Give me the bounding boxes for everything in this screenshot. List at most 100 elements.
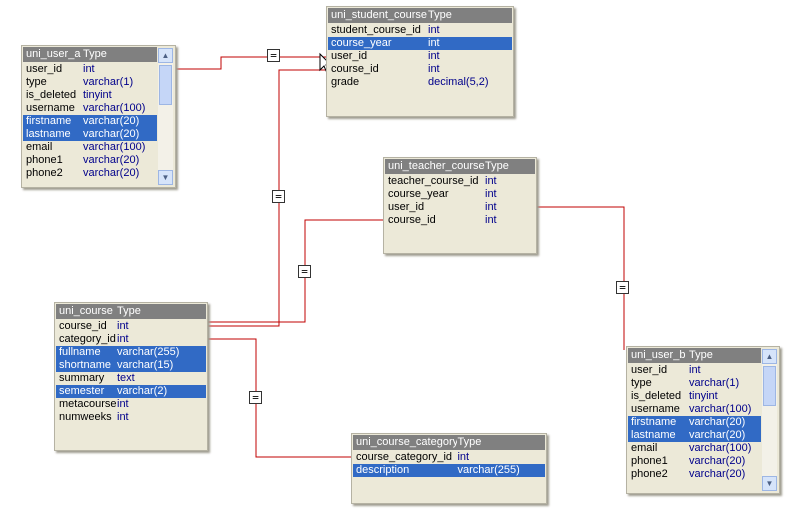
column-name: description xyxy=(356,464,410,476)
column-type: int xyxy=(117,333,129,345)
type-column-header: Type xyxy=(457,436,482,448)
column-type: int xyxy=(428,63,440,75)
relationship-marker[interactable]: = xyxy=(272,190,285,203)
relationship-marker[interactable]: = xyxy=(249,391,262,404)
scroll-thumb[interactable] xyxy=(763,366,776,406)
column-name: phone2 xyxy=(631,468,668,480)
column-name: course_category_id xyxy=(356,451,453,463)
relationship-marker[interactable]: = xyxy=(267,49,280,62)
column-type: varchar(100) xyxy=(689,442,752,454)
table-name: uni_teacher_course xyxy=(388,160,485,172)
column-row[interactable]: teacher_course_id int xyxy=(385,175,535,188)
column-name: user_id xyxy=(26,63,63,75)
scroll-up-icon[interactable]: ▲ xyxy=(762,349,777,364)
scroll-down-icon[interactable]: ▼ xyxy=(762,476,777,491)
relationship-marker[interactable]: = xyxy=(298,265,311,278)
scroll-thumb[interactable] xyxy=(159,65,172,105)
vertical-scrollbar[interactable]: ▲▼ xyxy=(762,349,777,491)
column-row[interactable]: user_id int xyxy=(385,201,535,214)
column-row[interactable]: lastname varchar(20) xyxy=(628,429,761,442)
column-name: phone1 xyxy=(631,455,668,467)
column-name: fullname xyxy=(59,346,101,358)
column-name: username xyxy=(631,403,680,415)
column-row[interactable]: firstname varchar(20) xyxy=(23,115,157,128)
column-type: varchar(1) xyxy=(83,76,134,88)
column-type: int xyxy=(117,320,129,332)
column-row[interactable]: phone1 varchar(20) xyxy=(628,455,761,468)
link-course-course-category xyxy=(206,338,353,458)
column-row[interactable]: course_id int xyxy=(56,320,206,333)
column-type: int xyxy=(485,201,497,213)
column-type: varchar(20) xyxy=(689,416,746,428)
column-name: course_year xyxy=(331,37,392,49)
column-name: numweeks xyxy=(59,411,112,423)
column-name: user_id xyxy=(388,201,425,213)
column-type: int xyxy=(485,188,497,200)
column-name: teacher_course_id xyxy=(388,175,479,187)
column-type: int xyxy=(117,398,129,410)
type-column-header: Type xyxy=(117,305,141,317)
column-type: int xyxy=(485,175,497,187)
column-name: course_id xyxy=(59,320,107,332)
link-course-teacher-course xyxy=(206,219,385,323)
column-name: firstname xyxy=(26,115,72,127)
column-type: varchar(20) xyxy=(689,429,746,441)
column-name: category_id xyxy=(59,333,116,345)
column-name: lastname xyxy=(631,429,676,441)
table-name: uni_user_a xyxy=(26,48,81,60)
relationship-marker[interactable]: = xyxy=(616,281,629,294)
scroll-down-icon[interactable]: ▼ xyxy=(158,170,173,185)
column-name: grade xyxy=(331,76,360,88)
vertical-scrollbar[interactable]: ▲▼ xyxy=(158,48,173,185)
scroll-up-icon[interactable]: ▲ xyxy=(158,48,173,63)
column-type: varchar(20) xyxy=(83,115,140,127)
column-name: student_course_id xyxy=(331,24,421,36)
column-name: type xyxy=(631,377,652,389)
column-name: is_deleted xyxy=(631,390,682,402)
column-type: varchar(20) xyxy=(689,455,746,467)
